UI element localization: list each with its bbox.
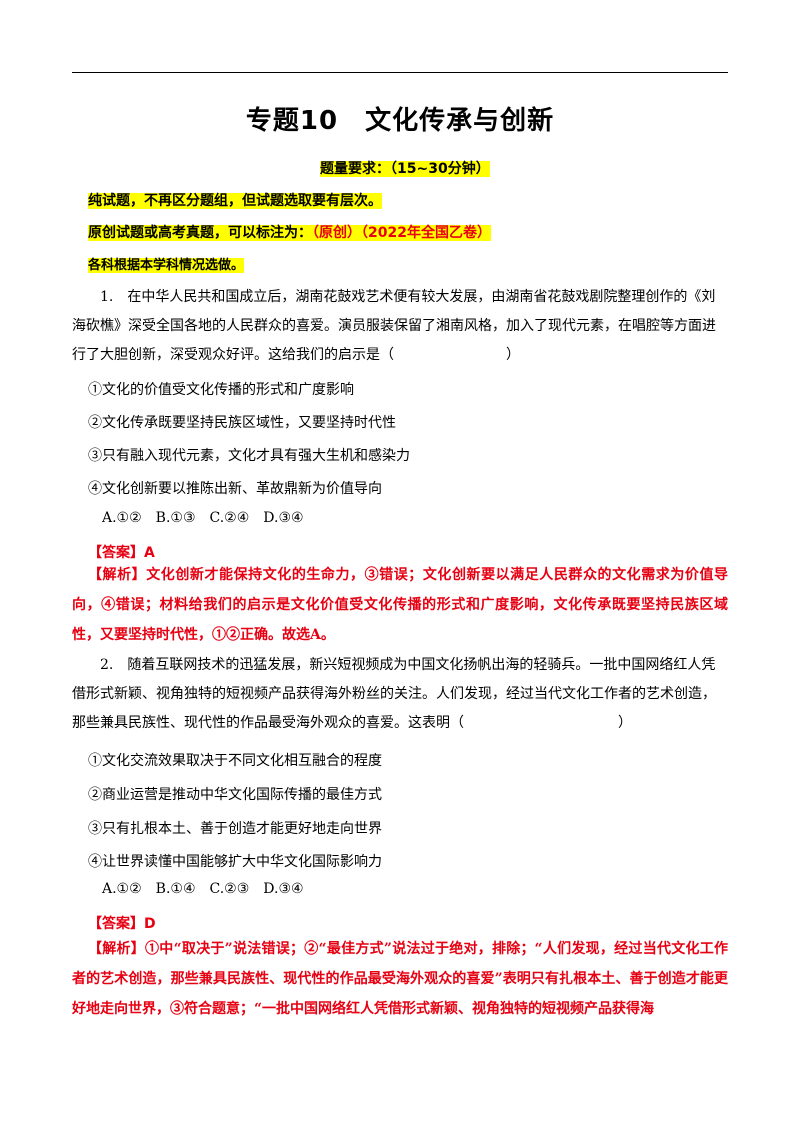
page-title: 专题10 文化传承与创新 <box>245 106 555 136</box>
q2-option-4: ④让世界读懂中国能够扩大中华文化国际影响力 <box>88 854 382 870</box>
q2-choice-a: A.①② <box>102 881 142 897</box>
q2-option-3: ③只有扎根本土、善于创造才能更好地走向世界 <box>88 821 382 837</box>
note-line-2: 原创试题或高考真题，可以标注为：（原创）（2022年全国乙卷） <box>88 222 491 242</box>
note-tags: （原创）（2022年全国乙卷） <box>312 225 491 241</box>
q2-choice-b: B.①④ <box>155 881 196 897</box>
q1-choice-d: D.③④ <box>263 510 304 526</box>
q2-choice-c: C.②③ <box>209 881 250 897</box>
q1-analysis: 【解析】文化创新才能保持文化的生命力，③错误；文化创新要以满足人民群众的文化需求… <box>72 567 728 643</box>
requirement-line: 题量要求：（15~30分钟） <box>320 158 490 178</box>
q2-analysis: 【解析】①中“取决于”说法错误；②“最佳方式”说法过于绝对，排除；“人们发现，经… <box>72 941 728 1017</box>
question-2-stem: 2. 随着互联网技术的迅猛发展，新兴短视频成为中国文化扬帆出海的轻骑兵。一批中国… <box>72 657 716 731</box>
note-2: 原创试题或高考真题，可以标注为： <box>88 225 312 241</box>
q1-option-4: ④文化创新要以推陈出新、革故鼎新为价值导向 <box>88 481 382 497</box>
q2-answer: 【答案】D <box>88 916 156 932</box>
note-3: 各科根据本学科情况选做。 <box>88 258 245 273</box>
note-line-1: 纯试题，不再区分题组，但试题选取要有层次。 <box>88 190 382 210</box>
q2-choices: A.①② B.①④ C.②③ D.③④ <box>102 881 318 897</box>
note-line-3: 各科根据本学科情况选做。 <box>88 254 245 273</box>
top-rule <box>72 72 728 73</box>
q1-answer: 【答案】A <box>88 545 155 561</box>
q1-option-2: ②文化传承既要坚持民族区域性，又要坚持时代性 <box>88 415 396 431</box>
q1-choices: A.①② B.①③ C.②④ D.③④ <box>102 510 318 526</box>
q2-option-1: ①文化交流效果取决于不同文化相互融合的程度 <box>88 753 382 769</box>
question-1-stem: 1. 在中华人民共和国成立后，湖南花鼓戏艺术便有较大发展，由湖南省花鼓戏剧院整理… <box>72 289 716 363</box>
q1-choice-a: A.①② <box>102 510 142 526</box>
requirement-text: 题量要求：（15~30分钟） <box>320 161 490 177</box>
q1-choice-b: B.①③ <box>155 510 196 526</box>
q2-choice-d: D.③④ <box>263 881 304 897</box>
note-1: 纯试题，不再区分题组，但试题选取要有层次。 <box>88 193 382 209</box>
q1-option-3: ③只有融入现代元素，文化才具有强大生机和感染力 <box>88 448 410 464</box>
q2-option-2: ②商业运营是推动中华文化国际传播的最佳方式 <box>88 787 382 803</box>
q1-choice-c: C.②④ <box>209 510 250 526</box>
q1-option-1: ①文化的价值受文化传播的形式和广度影响 <box>88 382 354 398</box>
